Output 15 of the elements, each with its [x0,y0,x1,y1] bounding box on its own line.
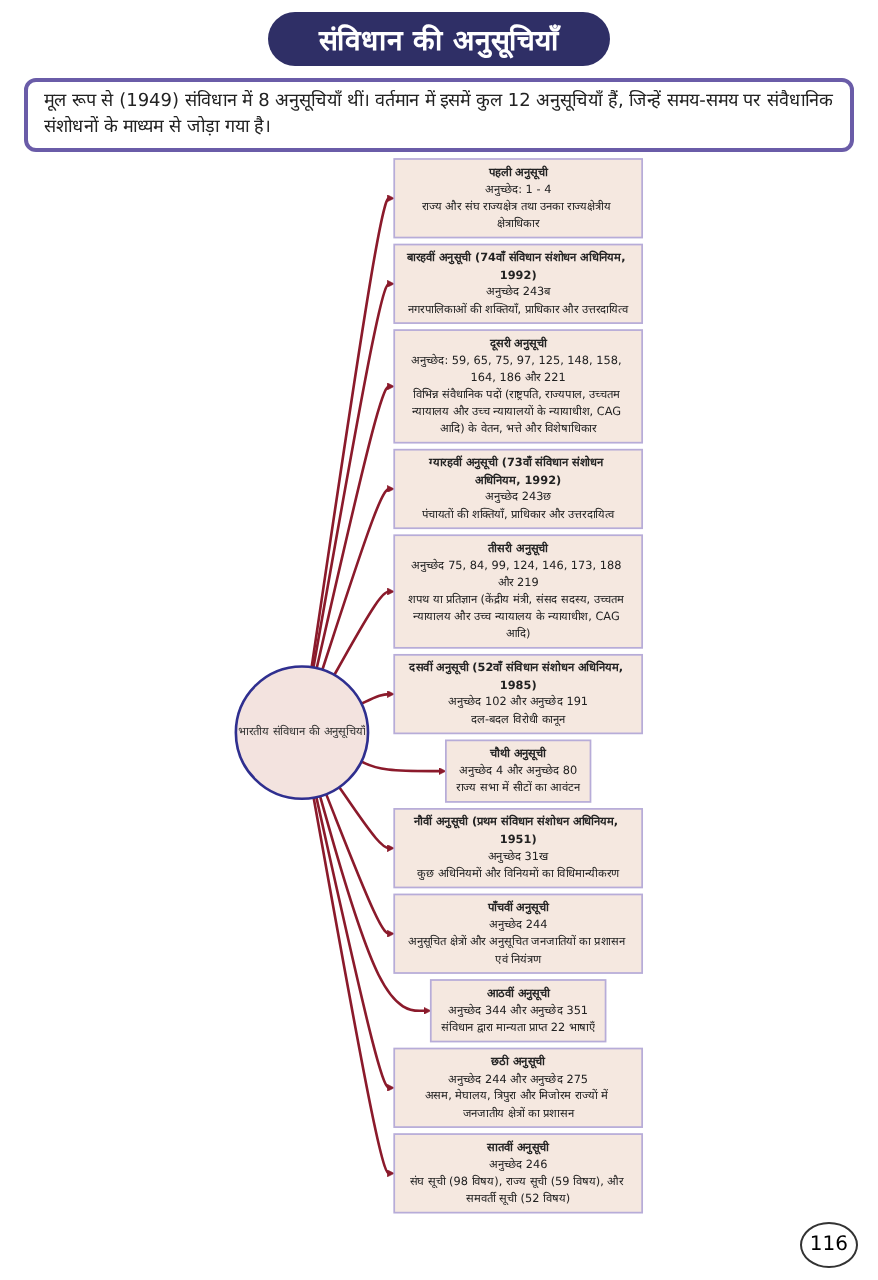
arrow [360,690,395,706]
intro-note: मूल रूप से (1949) संविधान में 8 अनुसूचियाँ थीं। वर्तमान में इसमें कुल 12 अनुसूचियाँ हैं, जिन्हें समय-समय पर संवैधानिक संशोधनों के माध्यम से जोड़ा गया है। [24,78,854,153]
page-number: 116 [799,1222,858,1268]
arrow [321,485,395,671]
arrow [333,588,395,676]
arrow [324,794,395,938]
arrow [338,786,395,853]
arrow [310,194,395,668]
arrow [318,796,432,1015]
arrow [315,382,395,669]
arrow [312,797,395,1178]
arrow [360,760,447,776]
arrow [315,797,395,1092]
arrow [312,280,395,669]
title-banner: संविधान की अनुसूचियाँ [267,12,611,66]
